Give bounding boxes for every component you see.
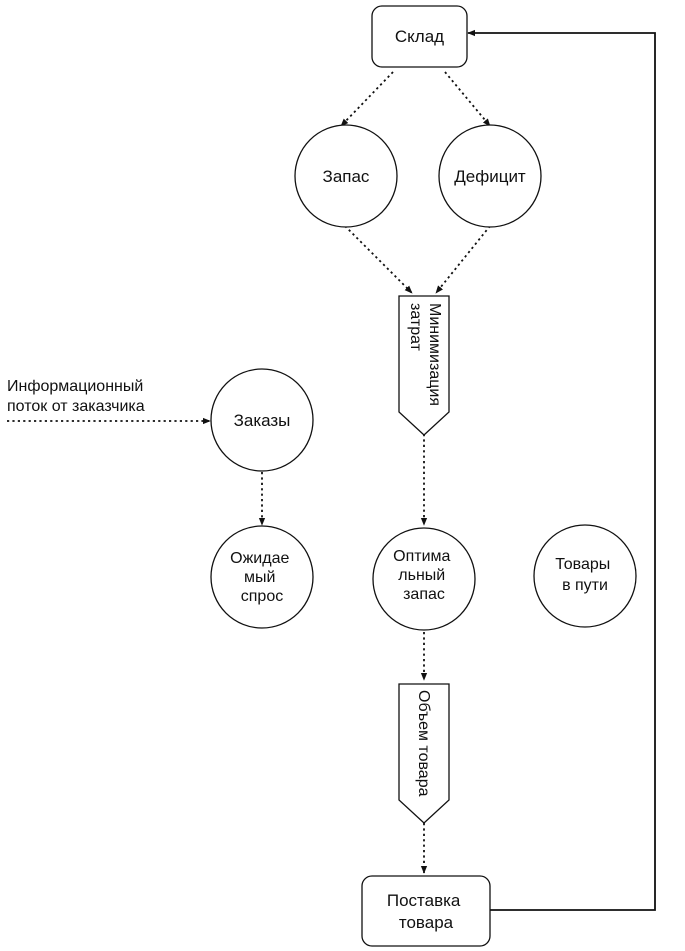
svg-text:Информационный поток от: Информационный поток от заказчика [7, 378, 148, 415]
sklad-label: Склад [395, 27, 444, 46]
arrow-zapas-to-minimization [344, 225, 413, 294]
optimal-stock-node: Оптима льный запас [372, 527, 476, 631]
zapas-label: Запас [323, 167, 370, 186]
goods-volume-label: Объем товара [415, 690, 432, 797]
expected-demand-line-2: мый [244, 569, 275, 586]
info-flow-line-1: Информационный [7, 378, 143, 395]
goods-in-transit-line-1: Товары [555, 556, 610, 573]
zakazy-node: Заказы [210, 368, 314, 472]
connectors [7, 29, 656, 911]
optimal-stock-label: Оптима льный запас [393, 548, 455, 603]
goods-in-transit-label: Товары в пути [555, 556, 615, 594]
sklad-node: Склад [371, 5, 468, 68]
zapas-node: Запас [294, 124, 398, 228]
goods-in-transit-node: Товары в пути [533, 524, 637, 628]
delivery-line-2: товара [399, 913, 454, 932]
expected-demand-line-3: спрос [241, 588, 283, 605]
arrow-sklad-to-deficit [444, 71, 491, 127]
goods-volume-node: Объем товара [398, 683, 450, 824]
expected-demand-line-1: Ожидае [230, 550, 289, 567]
arrow-deficit-to-minimization [435, 225, 491, 294]
minimization-line-2: затрат [407, 303, 424, 352]
optimal-stock-line-2: льный [398, 567, 445, 584]
deficit-label: Дефицит [454, 167, 526, 186]
delivery-label: Поставка товара [387, 891, 465, 932]
delivery-line-1: Поставка [387, 891, 461, 910]
optimal-stock-line-1: Оптима [393, 548, 450, 565]
info-flow-line-2: поток от заказчика [7, 398, 145, 415]
arrow-delivery-to-sklad-feedback [467, 29, 656, 911]
optimal-stock-line-3: запас [403, 586, 445, 603]
minimization-label: Минимизация затрат [407, 303, 443, 410]
goods-in-transit-line-2: в пути [562, 577, 608, 594]
info-flow-label: Информационный поток от заказчика [7, 378, 148, 415]
expected-demand-label: Ожидае мый спрос [230, 550, 294, 605]
arrow-sklad-to-zapas [340, 71, 394, 127]
deficit-node: Дефицит [438, 124, 542, 228]
delivery-node: Поставка товара [361, 875, 491, 947]
expected-demand-node: Ожидае мый спрос [210, 525, 314, 629]
minimization-node: Минимизация затрат [398, 295, 450, 436]
zakazy-label: Заказы [234, 411, 291, 430]
minimization-line-1: Минимизация [426, 303, 443, 406]
